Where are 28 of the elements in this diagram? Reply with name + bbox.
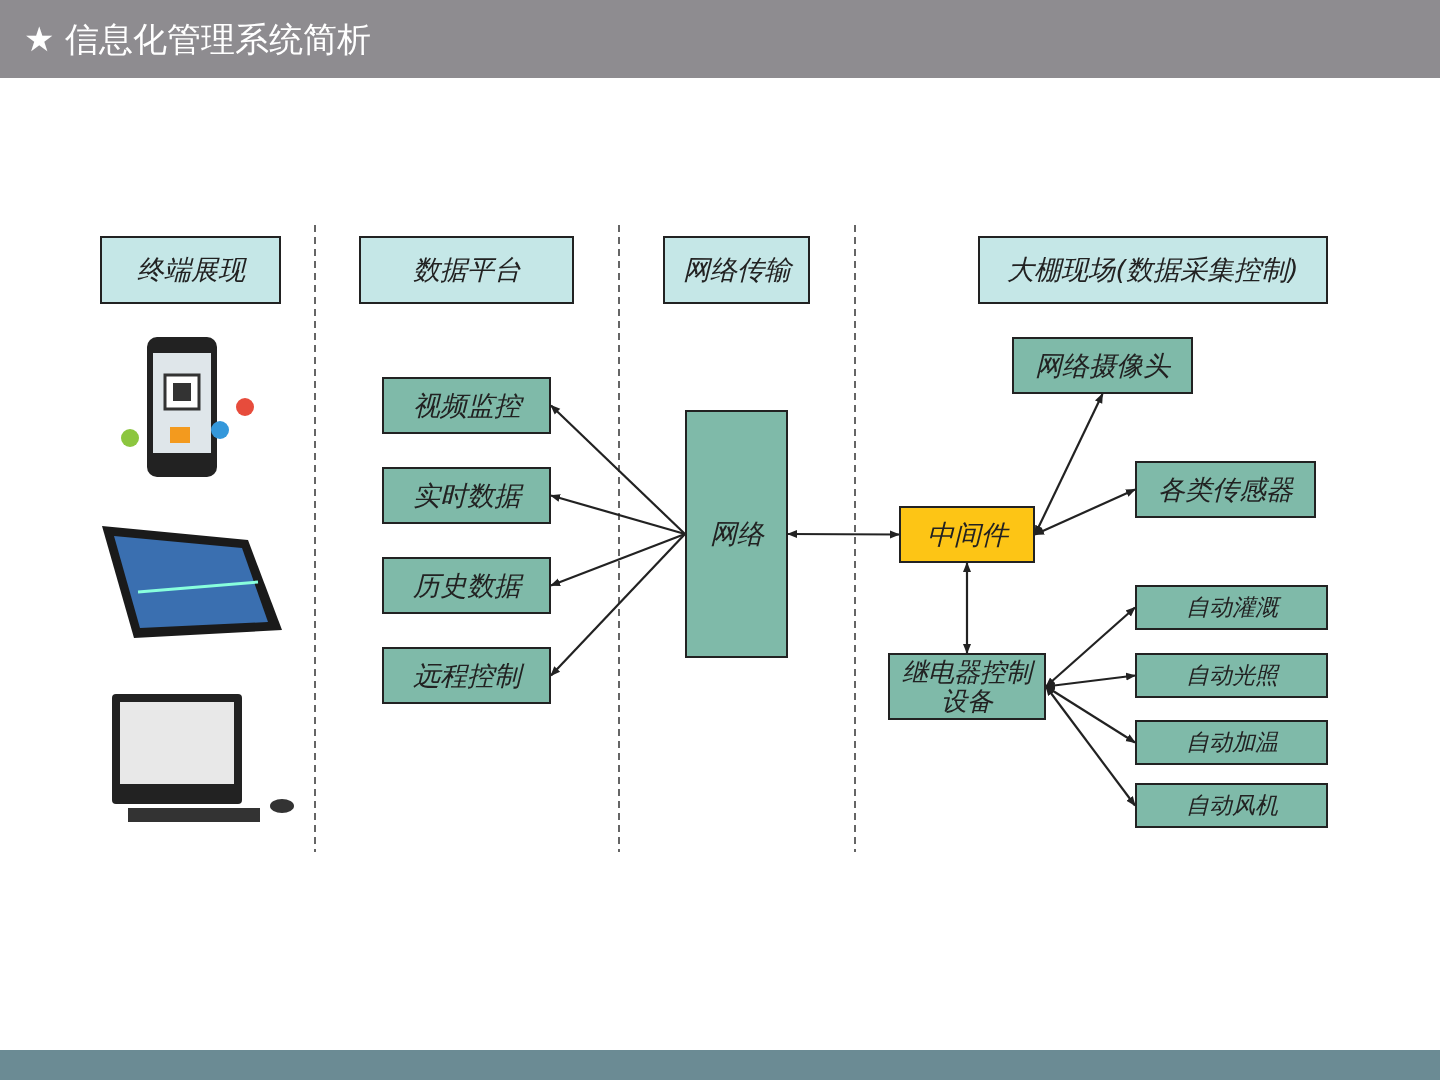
- process-box: 自动加温: [1135, 720, 1328, 765]
- column-header: 数据平台: [359, 236, 574, 304]
- process-box: 实时数据: [382, 467, 551, 524]
- column-header: 网络传输: [663, 236, 810, 304]
- process-box: 各类传感器: [1135, 461, 1316, 518]
- process-box: 视频监控: [382, 377, 551, 434]
- arrow: [963, 562, 971, 654]
- arrow: [550, 532, 686, 587]
- process-box: 网络: [685, 410, 788, 658]
- process-box: 历史数据: [382, 557, 551, 614]
- arrow: [1045, 685, 1136, 744]
- arrow: [1045, 606, 1136, 688]
- column-header: 终端展现: [100, 236, 281, 304]
- arrow: [1045, 672, 1136, 690]
- process-box: 继电器控制设备: [888, 653, 1046, 720]
- arrow: [550, 533, 686, 677]
- arrow: [550, 494, 686, 536]
- arrow: [1034, 488, 1136, 536]
- arrow: [550, 404, 686, 535]
- process-box: 自动灌溉: [1135, 585, 1328, 630]
- arrow: [787, 530, 900, 539]
- title: ★ 信息化管理系统简析: [24, 18, 372, 60]
- column-header: 大棚现场(数据采集控制): [978, 236, 1328, 304]
- process-box: 自动风机: [1135, 783, 1328, 828]
- middleware-box: 中间件: [899, 506, 1035, 563]
- process-box: 网络摄像头: [1012, 337, 1193, 394]
- process-box: 远程控制: [382, 647, 551, 704]
- process-box: 自动光照: [1135, 653, 1328, 698]
